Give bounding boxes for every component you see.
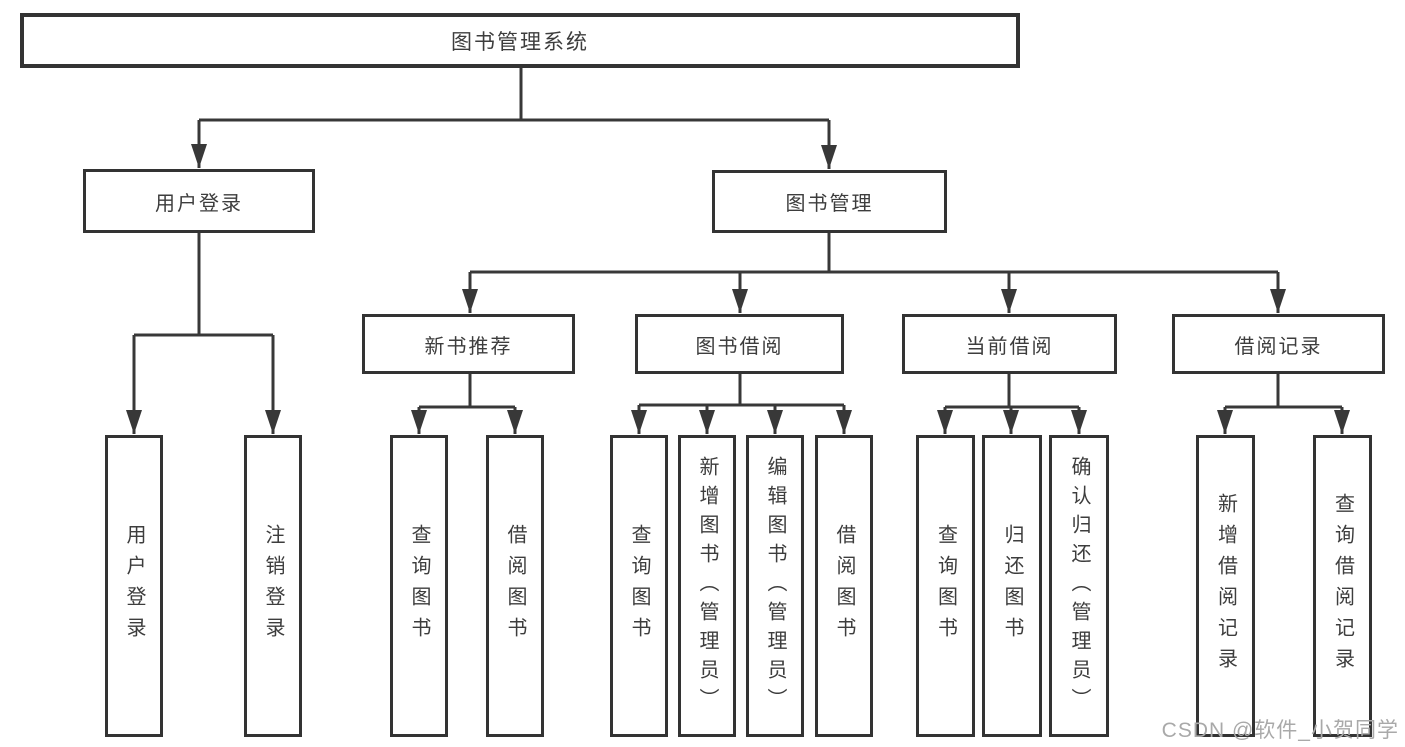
node-label: 图书借阅 <box>695 335 784 358</box>
node-leaf-query-books-current: 查询图书 <box>916 435 975 737</box>
node-label: 查询借阅记录 <box>1331 493 1354 679</box>
node-label: 新书推荐 <box>424 335 513 358</box>
node-borrow-record: 借阅记录 <box>1172 314 1385 374</box>
node-label: 用户登录 <box>155 192 243 215</box>
node-leaf-add-book-admin: 新增图书（管理员） <box>678 435 736 737</box>
node-leaf-confirm-return-admin: 确认归还（管理员） <box>1049 435 1109 737</box>
node-label: 图书管理 <box>785 193 874 215</box>
node-user-login: 用户登录 <box>83 169 315 233</box>
node-label: 编辑图书（管理员） <box>764 455 786 717</box>
node-leaf-borrow-books-recommend: 借阅图书 <box>486 435 544 737</box>
node-current-borrow: 当前借阅 <box>902 314 1117 374</box>
node-book-borrow: 图书借阅 <box>635 314 844 374</box>
node-label: 新增图书（管理员） <box>696 455 718 717</box>
node-leaf-edit-book-admin: 编辑图书（管理员） <box>746 435 804 737</box>
node-label: 用户登录 <box>123 524 145 648</box>
node-new-book-recommend: 新书推荐 <box>362 314 575 374</box>
connector-user-login-branch <box>126 233 281 434</box>
node-leaf-return-books: 归还图书 <box>982 435 1042 737</box>
node-root-system: 图书管理系统 <box>20 13 1020 68</box>
node-leaf-borrow-books: 借阅图书 <box>815 435 873 737</box>
connector-new-book-branch <box>411 374 523 434</box>
node-leaf-query-books-recommend: 查询图书 <box>390 435 448 737</box>
connector-borrow-record-branch <box>1217 374 1350 434</box>
node-leaf-add-borrow-record: 新增借阅记录 <box>1196 435 1255 737</box>
node-label: 查询图书 <box>934 524 957 648</box>
node-leaf-query-books-borrow: 查询图书 <box>610 435 668 737</box>
connector-current-borrow-branch <box>937 374 1087 434</box>
connector-book-mgmt-branch <box>462 233 1286 313</box>
node-leaf-query-borrow-record: 查询借阅记录 <box>1313 435 1372 737</box>
node-label: 查询图书 <box>408 524 430 648</box>
node-leaf-logout: 注销登录 <box>244 435 302 737</box>
node-label: 当前借阅 <box>965 335 1054 358</box>
node-label: 查询图书 <box>628 524 650 648</box>
node-label: 借阅图书 <box>504 524 526 648</box>
node-label: 注销登录 <box>262 524 284 648</box>
node-label: 归还图书 <box>1001 524 1023 648</box>
node-label: 确认归还（管理员） <box>1068 455 1090 717</box>
node-label: 借阅记录 <box>1234 335 1323 358</box>
connector-book-borrow-branch <box>631 374 852 434</box>
node-book-management: 图书管理 <box>712 170 947 233</box>
connector-root-to-level2 <box>191 68 837 169</box>
node-label: 图书管理系统 <box>451 30 589 54</box>
node-label: 借阅图书 <box>833 524 855 648</box>
node-leaf-user-login: 用户登录 <box>105 435 163 737</box>
node-label: 新增借阅记录 <box>1214 493 1237 679</box>
